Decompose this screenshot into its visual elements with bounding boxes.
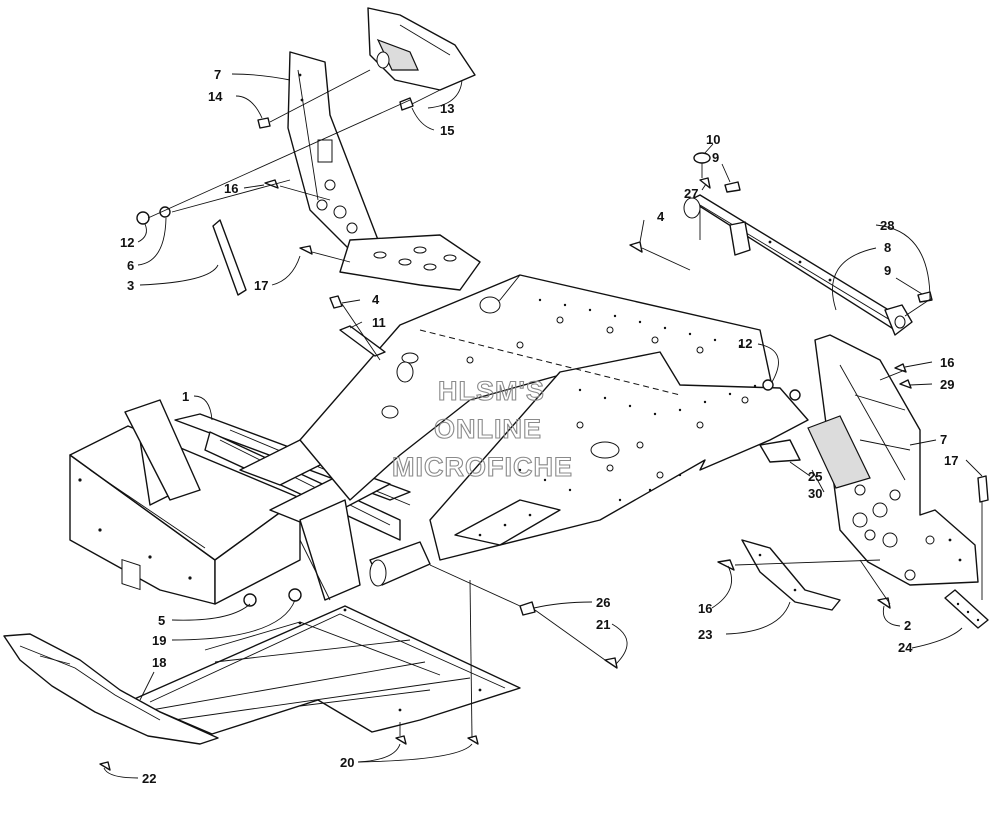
watermark: HLSM'S ONLINE MICROFICHE bbox=[391, 375, 573, 482]
callout-9: 9 bbox=[712, 150, 719, 165]
callout-12: 12 bbox=[120, 235, 134, 250]
callout-29: 29 bbox=[940, 377, 954, 392]
callout-14: 14 bbox=[208, 89, 223, 104]
watermark-line-1: HLSM'S bbox=[438, 376, 545, 406]
callout-17-right: 17 bbox=[944, 453, 958, 468]
callout-labels: 7 14 13 15 16 12 6 3 17 4 11 1 10 9 27 4… bbox=[120, 67, 958, 786]
callout-28: 28 bbox=[880, 218, 894, 233]
callout-8: 8 bbox=[884, 240, 891, 255]
callout-9-right: 9 bbox=[884, 263, 891, 278]
leader-lines bbox=[103, 73, 983, 779]
callout-17: 17 bbox=[254, 278, 268, 293]
callout-15: 15 bbox=[440, 123, 454, 138]
cross-member bbox=[683, 194, 913, 336]
callout-27: 27 bbox=[684, 186, 698, 201]
callout-3: 3 bbox=[127, 278, 134, 293]
callout-18: 18 bbox=[152, 655, 166, 670]
callout-11: 11 bbox=[372, 315, 386, 330]
callout-13: 13 bbox=[440, 101, 454, 116]
footrest-bracket bbox=[741, 539, 841, 611]
watermark-line-2: ONLINE bbox=[434, 414, 542, 444]
right-steering-support bbox=[807, 334, 979, 586]
callout-26: 26 bbox=[596, 595, 610, 610]
callout-16-lower: 16 bbox=[698, 601, 712, 616]
bracket-25-30 bbox=[759, 439, 801, 463]
belly-pan bbox=[131, 605, 521, 735]
callout-24: 24 bbox=[898, 640, 913, 655]
guide-lines bbox=[147, 69, 983, 739]
callout-5: 5 bbox=[158, 613, 165, 628]
callout-25: 25 bbox=[808, 469, 822, 484]
watermark-line-3: MICROFICHE bbox=[392, 452, 573, 482]
tunnel bbox=[299, 274, 809, 561]
left-steering-support bbox=[287, 51, 381, 259]
fasteners bbox=[99, 97, 989, 771]
left-footrest bbox=[339, 234, 481, 291]
callout-12-right: 12 bbox=[738, 336, 752, 351]
reinforcement-plate bbox=[944, 589, 989, 629]
callout-30: 30 bbox=[808, 486, 822, 501]
callout-6: 6 bbox=[127, 258, 134, 273]
callout-4-right: 4 bbox=[657, 209, 665, 224]
strap bbox=[212, 219, 247, 296]
callout-7: 7 bbox=[214, 67, 221, 82]
hood-bracket bbox=[367, 7, 476, 91]
callout-4: 4 bbox=[372, 292, 380, 307]
callout-7-right: 7 bbox=[940, 432, 947, 447]
callout-16: 16 bbox=[224, 181, 238, 196]
callout-1: 1 bbox=[182, 389, 189, 404]
callout-19: 19 bbox=[152, 633, 166, 648]
callout-2: 2 bbox=[904, 618, 911, 633]
callout-16-right: 16 bbox=[940, 355, 954, 370]
callout-23: 23 bbox=[698, 627, 712, 642]
callout-20: 20 bbox=[340, 755, 354, 770]
callout-21: 21 bbox=[596, 617, 610, 632]
callout-10: 10 bbox=[706, 132, 720, 147]
callout-22: 22 bbox=[142, 771, 156, 786]
skid-plate bbox=[3, 633, 219, 745]
